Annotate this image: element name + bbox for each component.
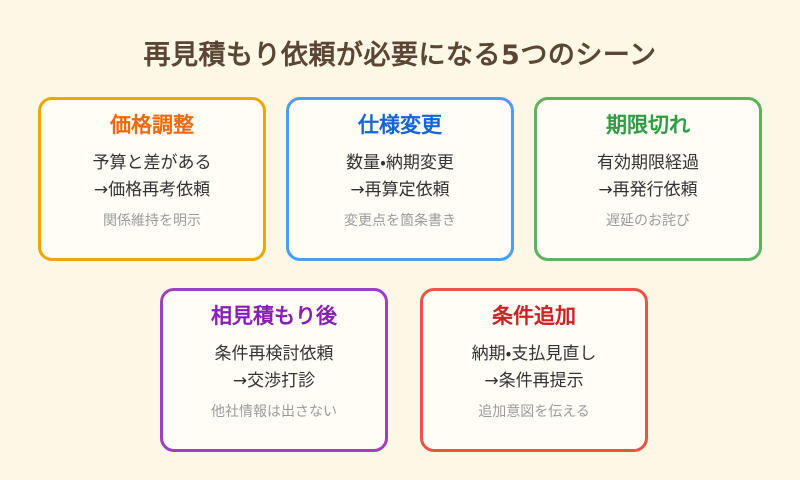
card-line-primary: 条件再検討依頼 [214,344,334,365]
card-line-primary: 数量・納期変更 [346,153,454,174]
card-line-action: →条件再提示 [484,370,584,391]
card-title: 相見積もり後 [211,304,337,328]
card-note: 関係維持を明示 [103,212,201,229]
card-title: 仕様変更 [358,113,442,137]
page-title: 再見積もり依頼が必要になる5つのシーン [143,40,657,72]
card-title: 期限切れ [606,113,690,137]
card-note: 他社情報は出さない [211,403,337,420]
card-line-primary: 有効期限経過 [597,153,699,174]
scene-card-after-competitive-quote: 相見積もり後 条件再検討依頼 →交渉打診 他社情報は出さない [160,288,388,452]
card-line-action: →再算定依頼 [350,179,450,200]
card-line-action: →価格再考依頼 [93,179,211,200]
card-note: 変更点を箇条書き [344,212,456,229]
card-line-primary: 納期・支払見直し [471,344,597,365]
card-line-primary: 予算と差がある [92,153,212,174]
card-note: 追加意図を伝える [478,403,590,420]
card-note: 遅延のお詫び [606,212,690,229]
card-title: 価格調整 [110,113,194,137]
scene-card-expired: 期限切れ 有効期限経過 →再発行依頼 遅延のお詫び [534,97,762,261]
card-line-action: →交渉打診 [232,370,316,391]
scene-card-price-adjustment: 価格調整 予算と差がある →価格再考依頼 関係維持を明示 [38,97,266,261]
card-title: 条件追加 [492,304,576,328]
scene-card-spec-change: 仕様変更 数量・納期変更 →再算定依頼 変更点を箇条書き [286,97,514,261]
scene-card-condition-added: 条件追加 納期・支払見直し →条件再提示 追加意図を伝える [420,288,648,452]
card-line-action: →再発行依頼 [598,179,698,200]
